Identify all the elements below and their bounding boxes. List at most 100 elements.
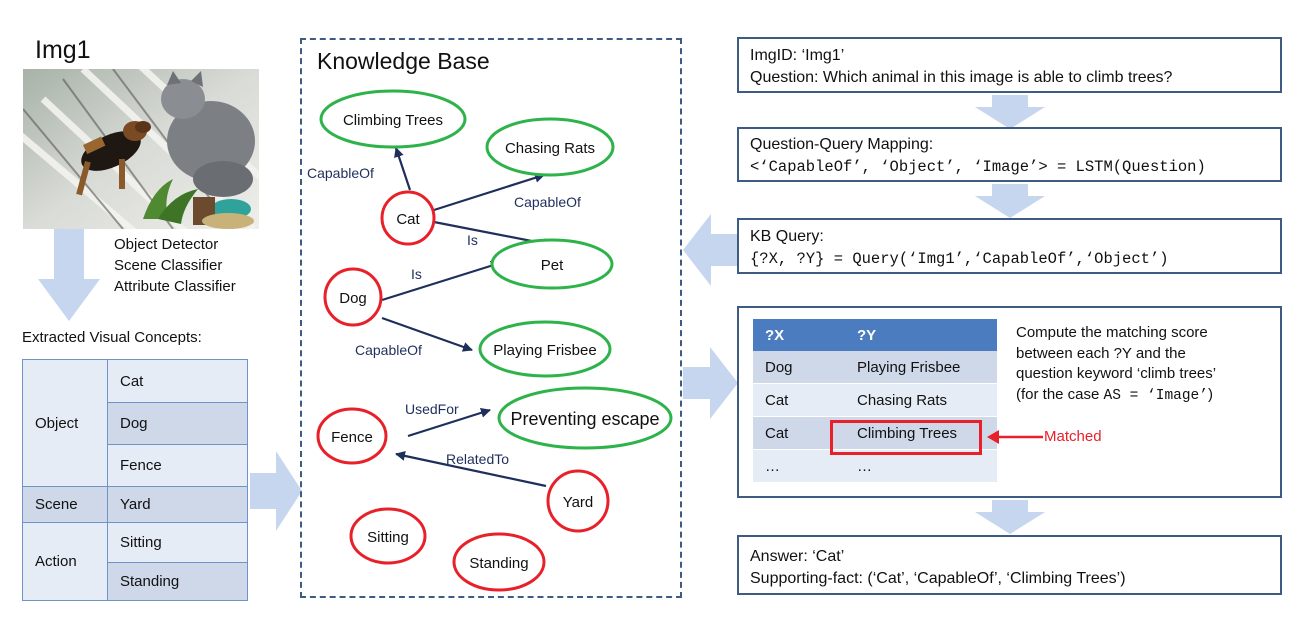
results-header: ?X [753, 319, 845, 351]
result-x: Dog [753, 351, 845, 384]
dog-figure [76, 121, 151, 196]
query-title: KB Query: [750, 228, 824, 245]
kb-query-box: KB Query: {?X, ?Y} = Query(‘Img1’,‘Capab… [737, 218, 1282, 274]
result-x: Cat [753, 383, 845, 417]
concept-item: Standing [107, 562, 248, 601]
supporting-fact-text: Supporting-fact: (‘Cat’, ‘CapableOf’, ‘C… [750, 570, 1126, 587]
concept-group: Scene [22, 486, 108, 523]
edge-label: Is [411, 266, 422, 282]
visual-concepts-table: Object Cat Dog Fence Scene Yard Action S… [22, 359, 248, 601]
node-label: Fence [331, 429, 373, 446]
node-label: Cat [396, 211, 420, 228]
node-climbing-trees [319, 89, 467, 149]
right-arrow-icon [683, 347, 738, 419]
node-preventing-escape [497, 386, 673, 450]
node-label: Preventing escape [510, 409, 659, 429]
node-sitting [349, 507, 427, 565]
result-x: Cat [753, 416, 845, 450]
description-line: question keyword ‘climb trees’ [1016, 365, 1217, 382]
edge-label: CapableOf [355, 342, 422, 358]
edge-label: Is [467, 232, 478, 248]
description-line: Compute the matching score [1016, 324, 1208, 341]
left-arrow-icon [987, 430, 1043, 444]
image-title: Img1 [35, 36, 91, 64]
imgid-text: ImgID: ‘Img1’ [750, 47, 845, 64]
edge-label: UsedFor [405, 401, 459, 417]
down-arrow-icon [38, 229, 100, 321]
left-arrow-icon [683, 214, 737, 286]
node-label: Pet [541, 257, 564, 274]
node-label: Standing [469, 555, 528, 572]
down-arrow-icon [975, 500, 1045, 534]
node-standing [452, 532, 546, 592]
matching-description: Compute the matching score between each … [1016, 323, 1216, 406]
question-text: Question: Which animal in this image is … [750, 69, 1173, 86]
knowledge-base-panel [300, 38, 682, 598]
results-header: ?Y [845, 319, 997, 351]
table-row: Dog Playing Frisbee [753, 351, 997, 384]
concept-item: Fence [107, 444, 248, 487]
mapping-code: <‘CapableOf’, ‘Object’, ‘Image’> = LSTM(… [750, 158, 1206, 176]
node-playing-frisbee [478, 320, 612, 378]
detector-list: Object Detector Scene Classifier Attribu… [114, 234, 236, 297]
edge-label: RelatedTo [446, 451, 509, 467]
input-image [23, 69, 259, 229]
node-label: Climbing Trees [343, 112, 443, 129]
case-suffix: ) [1207, 385, 1213, 403]
kb-graph: Climbing Trees Chasing Rats Cat Pet Dog … [307, 89, 673, 592]
extracted-concepts-title: Extracted Visual Concepts: [22, 329, 202, 346]
edge-fence-escape [407, 407, 491, 438]
down-arrow-icon [975, 95, 1045, 129]
node-pet [490, 238, 614, 290]
detector-item: Scene Classifier [114, 257, 223, 274]
edge-yard-fence [395, 450, 547, 488]
result-y: Chasing Rats [845, 383, 997, 417]
concept-item: Sitting [107, 522, 248, 563]
cat-figure [161, 71, 255, 197]
node-cat [380, 190, 436, 246]
edge-cat-chasing [433, 172, 545, 212]
kb-title: Knowledge Base [317, 48, 490, 74]
edge-cat-climbing [394, 147, 412, 191]
concept-item: Cat [107, 359, 248, 403]
edge-dog-pet [381, 260, 501, 302]
node-label: Chasing Rats [505, 140, 595, 157]
mapping-box: Question-Query Mapping: <‘CapableOf’, ‘O… [737, 127, 1282, 182]
table-row: Cat Chasing Rats [753, 383, 997, 417]
matched-highlight [830, 420, 982, 455]
concept-item: Yard [107, 486, 248, 523]
node-label: Sitting [367, 529, 409, 546]
concept-group: Object [22, 359, 108, 487]
edge-dog-frisbee [381, 316, 473, 352]
answer-text: Answer: ‘Cat’ [750, 548, 845, 565]
edge-label: CapableOf [307, 165, 374, 181]
node-dog [323, 267, 383, 327]
concept-item: Dog [107, 402, 248, 445]
results-table: ?X ?Y Dog Playing Frisbee Cat Chasing Ra… [753, 319, 997, 483]
table-row: … … [753, 449, 997, 483]
node-yard [546, 469, 610, 533]
right-arrow-icon [250, 451, 302, 531]
description-case-line: (for the case AS = ‘Image’) [1016, 385, 1216, 407]
node-fence [316, 407, 388, 465]
plant-figure [143, 179, 254, 229]
description-line: between each ?Y and the [1016, 344, 1186, 362]
result-y: Playing Frisbee [845, 351, 997, 384]
result-x: … [753, 449, 845, 483]
mapping-title: Question-Query Mapping: [750, 136, 934, 153]
detector-item: Attribute Classifier [114, 278, 236, 295]
query-code: {?X, ?Y} = Query(‘Img1’,‘CapableOf’,‘Obj… [750, 250, 1169, 268]
concept-group: Action [22, 522, 108, 601]
case-prefix: (for the case [1016, 385, 1104, 403]
node-label: Yard [563, 494, 594, 511]
down-arrow-icon [975, 184, 1045, 218]
case-code: AS = ‘Image’ [1103, 387, 1208, 404]
node-label: Playing Frisbee [493, 342, 596, 359]
node-label: Dog [339, 290, 367, 307]
matched-label: Matched [1044, 428, 1102, 445]
detector-item: Object Detector [114, 236, 219, 253]
node-chasing-rats [485, 117, 615, 177]
results-box: ?X ?Y Dog Playing Frisbee Cat Chasing Ra… [737, 306, 1282, 498]
answer-box: Answer: ‘Cat’ Supporting-fact: (‘Cat’, ‘… [737, 535, 1282, 595]
edge-label: CapableOf [514, 194, 581, 210]
